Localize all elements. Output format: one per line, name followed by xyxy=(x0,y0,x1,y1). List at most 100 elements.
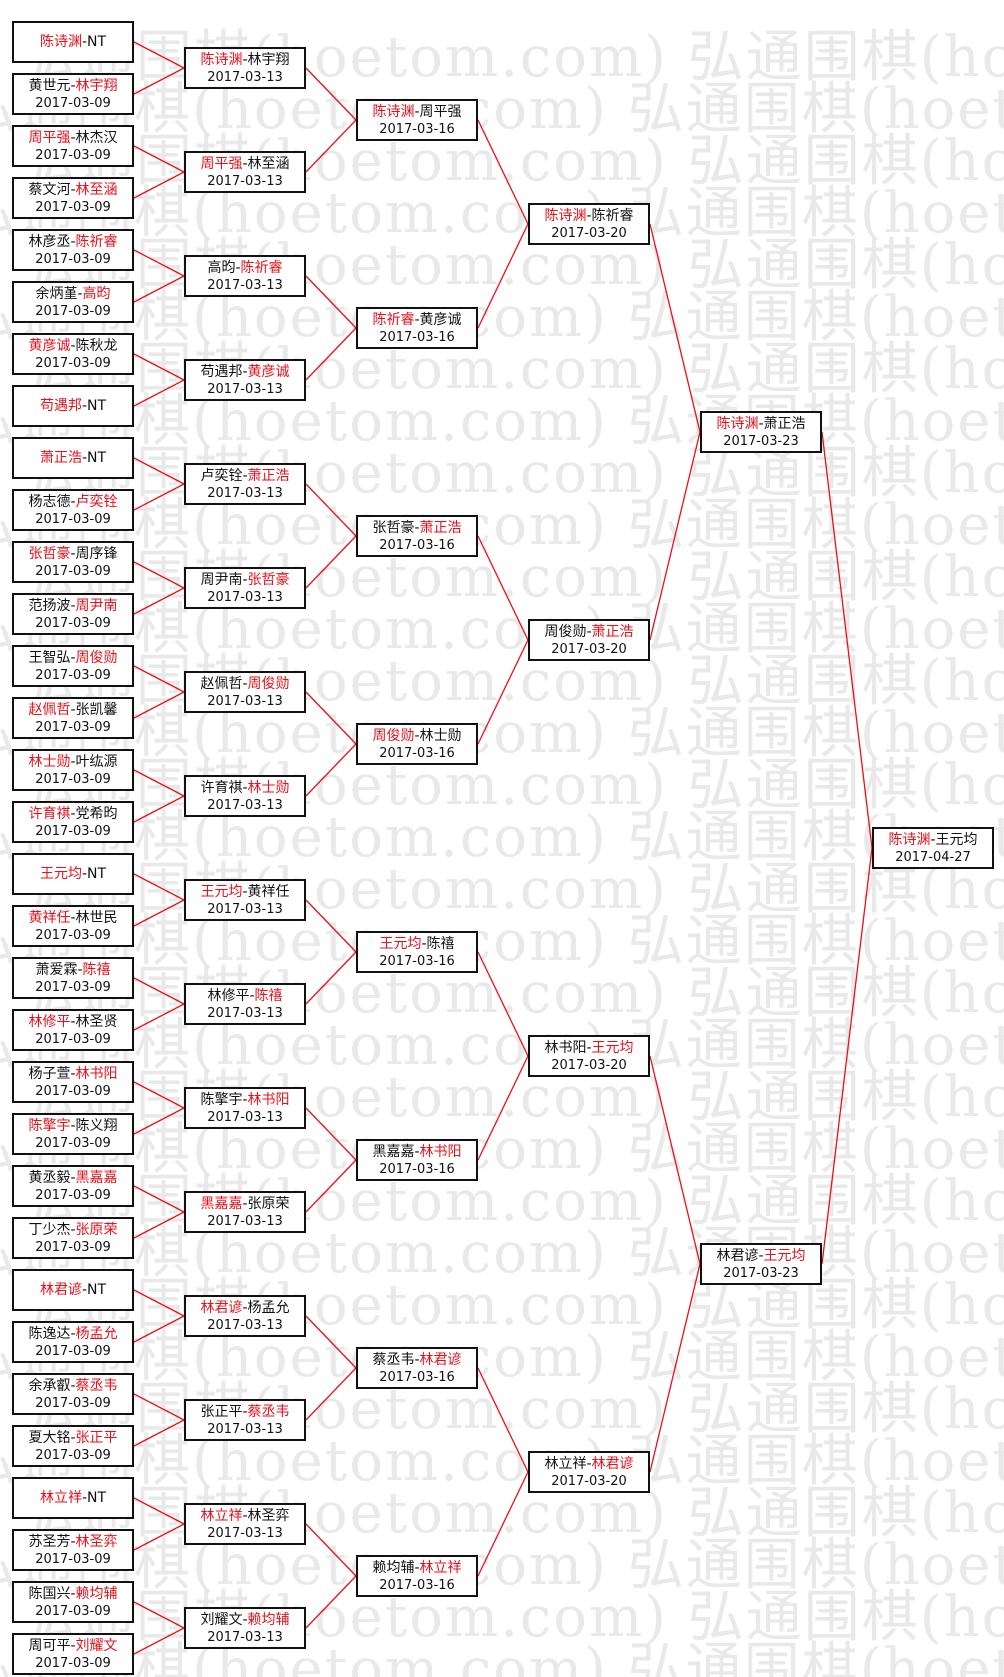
match-date: 2017-03-09 xyxy=(35,356,111,371)
match-date: 2017-03-16 xyxy=(379,538,455,553)
match-date: 2017-03-09 xyxy=(35,772,111,787)
bracket-connector xyxy=(305,1367,357,1421)
match-players: 张正平-蔡丞韦 xyxy=(186,1403,304,1421)
bracket-connector xyxy=(649,1055,701,1265)
player-name: 余承叡 xyxy=(28,1378,71,1394)
player-name: 陈擎宇 xyxy=(200,1092,243,1108)
bracket-connector xyxy=(477,1367,529,1473)
match-date: 2017-03-09 xyxy=(35,148,111,163)
match-players: 赖均辅-林立祥 xyxy=(358,1559,476,1577)
player-name: 林圣弈 xyxy=(75,1534,118,1550)
player-name: 卢奕铨 xyxy=(75,494,118,510)
bracket-connector xyxy=(305,743,357,797)
player-name: 高昀 xyxy=(207,260,236,276)
match-date: 2017-03-13 xyxy=(207,1630,283,1645)
player-name: 陈祈睿 xyxy=(591,208,634,224)
bracket-connector xyxy=(821,847,873,1265)
separator: - xyxy=(586,624,592,640)
match-date: 2017-03-13 xyxy=(207,798,283,813)
player-name: 黄彦诚 xyxy=(28,338,71,354)
player-name: 林圣贤 xyxy=(75,1014,118,1030)
separator: - xyxy=(414,104,420,120)
bracket-connector xyxy=(305,899,357,953)
player-name: 张正平 xyxy=(200,1404,243,1420)
match-date: 2017-03-16 xyxy=(379,1578,455,1593)
bracket-connector xyxy=(133,1419,185,1447)
player-name: 林士勋 xyxy=(28,754,71,770)
player-name: 陈擎宇 xyxy=(28,1118,71,1134)
player-name: 陈祈睿 xyxy=(240,260,283,276)
player-name: NT xyxy=(87,398,107,414)
match-date: 2017-03-09 xyxy=(35,512,111,527)
bracket-connector xyxy=(133,665,185,693)
player-name: 陈禧 xyxy=(82,962,111,978)
player-name: 赖均辅 xyxy=(372,1560,415,1576)
player-name: 林圣弈 xyxy=(247,1508,290,1524)
player-name: 杨孟允 xyxy=(75,1326,118,1342)
player-name: 周序锋 xyxy=(75,546,118,562)
bracket-connector xyxy=(133,899,185,927)
match-players: 周可平-刘耀文 xyxy=(14,1637,132,1655)
player-name: 周俊勋 xyxy=(247,676,290,692)
separator: - xyxy=(70,338,76,354)
separator: - xyxy=(70,1534,76,1550)
player-name: 陈诗渊 xyxy=(39,34,82,50)
match-date: 2017-03-09 xyxy=(35,1344,111,1359)
match-players: 陈国兴-赖均辅 xyxy=(14,1585,132,1603)
separator: - xyxy=(70,702,76,718)
separator: - xyxy=(70,910,76,926)
match-date: 2017-03-16 xyxy=(379,954,455,969)
separator: - xyxy=(70,234,76,250)
separator: - xyxy=(586,208,592,224)
player-name: 余炳堇 xyxy=(35,286,78,302)
bracket-connector xyxy=(133,1211,185,1239)
player-name: 陈祈睿 xyxy=(75,234,118,250)
match-date: 2017-03-20 xyxy=(551,226,627,241)
bracket-connector xyxy=(305,1107,357,1161)
separator: - xyxy=(930,832,936,848)
match-date: 2017-03-13 xyxy=(207,278,283,293)
player-name: 杨孟允 xyxy=(247,1300,290,1316)
player-name: 周俊勋 xyxy=(75,650,118,666)
separator: - xyxy=(242,52,248,68)
separator: - xyxy=(81,398,88,414)
player-name: 黑嘉嘉 xyxy=(75,1170,118,1186)
player-name: 王元均 xyxy=(379,936,422,952)
player-name: 周平强 xyxy=(200,156,243,172)
player-name: NT xyxy=(87,450,107,466)
bracket-connector xyxy=(133,275,185,303)
match-date: 2017-03-09 xyxy=(35,1656,111,1671)
match-date: 2017-03-20 xyxy=(551,1474,627,1489)
match-players: 周平强-林杰汉 xyxy=(14,129,132,147)
match-box: 林君谚-NT xyxy=(12,1269,134,1311)
player-name: 萧正浩 xyxy=(591,624,634,640)
player-name: 陈诗渊 xyxy=(716,416,759,432)
player-name: 萧爱霖 xyxy=(35,962,78,978)
player-name: 蔡丞韦 xyxy=(247,1404,290,1420)
match-players: 黄世元-林宇翔 xyxy=(14,77,132,95)
player-name: 黄世元 xyxy=(28,78,71,94)
match-players: 余承叡-蔡丞韦 xyxy=(14,1377,132,1395)
player-name: 王元均 xyxy=(935,832,978,848)
player-name: 黑嘉嘉 xyxy=(372,1144,415,1160)
bracket-connector xyxy=(305,275,357,329)
